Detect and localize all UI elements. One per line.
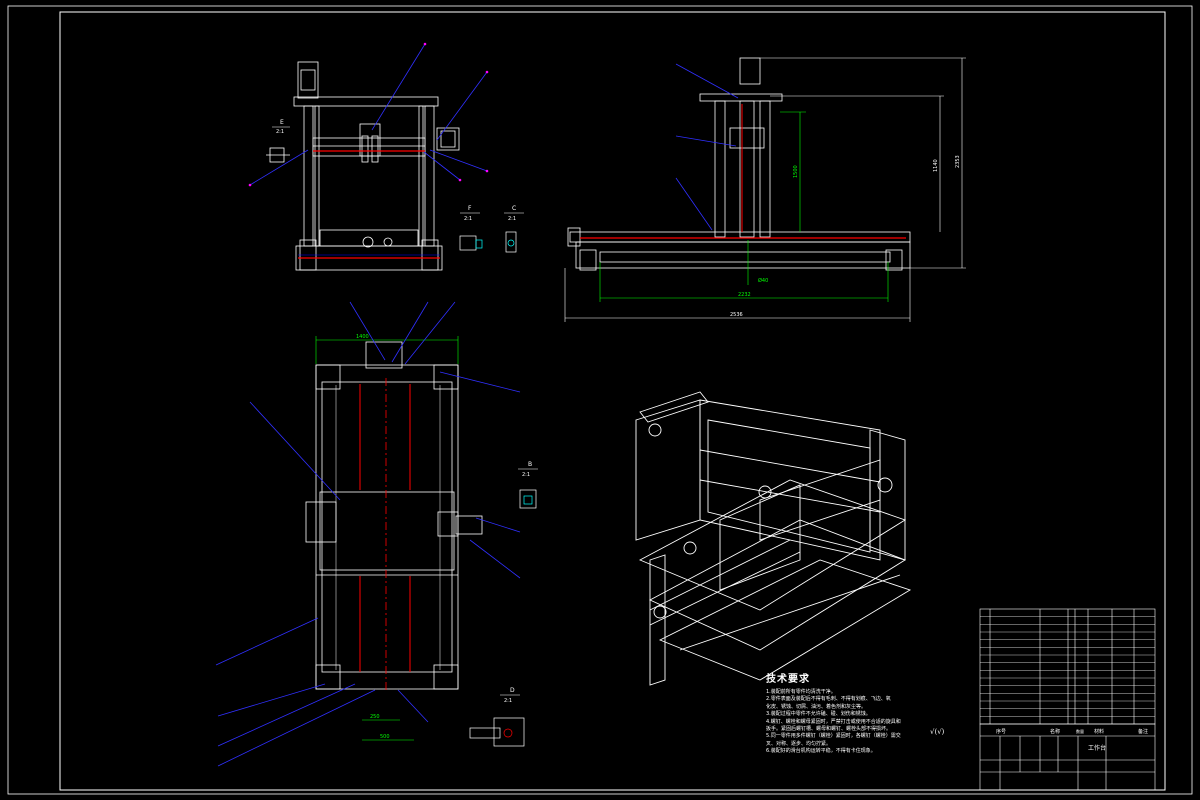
title-header-qty: 数量 — [1076, 728, 1084, 734]
isometric-view — [635, 391, 912, 686]
section-e-label: E — [280, 119, 284, 126]
top-dim-bottom-b: 500 — [380, 734, 390, 740]
title-header-remark: 备注 — [1138, 728, 1148, 735]
side-dim-total: 2353 — [955, 155, 961, 168]
tech-item: 化皮、锈蚀、切屑、油污、着色剂和灰尘等。 — [766, 703, 867, 710]
side-dim-height: 1140 — [933, 159, 939, 172]
detail-c-scale: 2:1 — [508, 216, 516, 222]
side-dim-rail: 2232 — [738, 292, 751, 298]
tech-item: 6.装配好的滑台机构运转平稳，不得有卡住现象。 — [766, 748, 876, 755]
tech-item: 1.装配前所有零件均清洗干净。 — [766, 689, 836, 695]
title-header-seq: 序号 — [996, 728, 1006, 735]
top-dim-width: 1400 — [356, 334, 369, 340]
outer-border — [7, 5, 1193, 795]
detail-c-label: C — [512, 205, 516, 212]
technical-requirements-title: 技术要求 — [766, 674, 810, 685]
front-leaders — [249, 43, 488, 186]
technical-requirements: 技术要求 1.装配前所有零件均清洗干净。 2.零件表面及装配后不得有毛刺、不得有… — [766, 670, 966, 756]
parts-list-rows — [980, 616, 1155, 717]
detail-c: C 2:1 — [504, 205, 524, 253]
tech-item: 3.装配过程中零件不允许磕、碰、划伤和锈蚀。 — [766, 711, 871, 718]
title-block — [979, 723, 1156, 791]
top-view — [305, 341, 483, 690]
detail-f: F 2:1 — [459, 205, 483, 251]
detail-d-scale: 2:1 — [504, 698, 512, 704]
top-dim-bottom-a: 250 — [370, 714, 380, 720]
front-label-marks — [248, 42, 489, 187]
side-dim-small: Ø40 — [758, 277, 768, 284]
tech-item: 5.同一零件用多件螺钉（螺栓）紧固时，各螺钉（螺栓）需交 — [766, 733, 901, 740]
detail-f-scale: 2:1 — [464, 216, 472, 222]
surface-roughness-symbol: √(√) — [930, 728, 945, 736]
section-e-scale: 2:1 — [276, 129, 284, 135]
detail-d: D 2:1 — [469, 687, 525, 747]
tech-item: 2.零件表面及装配后不得有毛刺、不得有划痕、飞边、氧 — [766, 696, 891, 703]
inner-border — [59, 11, 1166, 791]
front-view — [266, 61, 460, 271]
top-red-rails — [359, 384, 411, 672]
side-leaders — [675, 63, 739, 231]
section-e: E 2:1 — [272, 119, 290, 135]
side-dim-overall: 2536 — [730, 312, 743, 318]
side-dimensions — [564, 57, 966, 322]
detail-f-label: F — [468, 205, 472, 212]
side-view — [567, 57, 911, 271]
side-dim-vertical: 1500 — [793, 165, 799, 178]
detail-d-label: D — [510, 687, 515, 694]
title-header-name: 名称 — [1050, 728, 1060, 735]
top-dimensions — [315, 336, 459, 741]
tech-item: 4.螺钉、螺栓和螺母紧固时，严禁打击或使用不合适的旋具和 — [766, 718, 901, 725]
detail-b: B 2:1 — [518, 461, 538, 509]
tech-item: 叉、对称、逐步、均匀拧紧。 — [766, 740, 832, 747]
parts-list — [979, 608, 1156, 725]
drawing-name: 工作台 — [1088, 744, 1106, 752]
tech-item: 扳手。紧固后螺钉槽、螺母和螺钉、螺栓头部不得损坏。 — [766, 726, 892, 733]
detail-b-scale: 2:1 — [522, 472, 530, 478]
title-header-material: 材料 — [1094, 728, 1104, 735]
top-leaders — [215, 301, 521, 767]
detail-b-label: B — [528, 461, 532, 468]
